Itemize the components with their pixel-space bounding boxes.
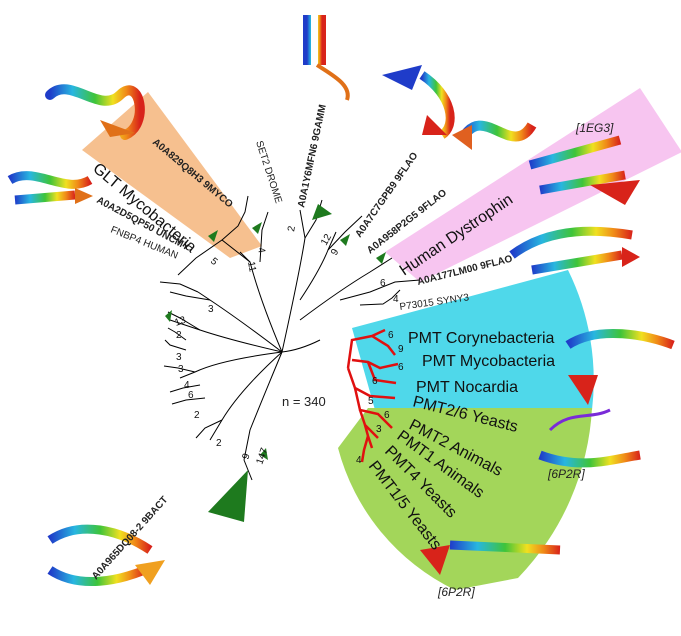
node-count: 2 [286, 225, 298, 233]
protein-cartoon-lm00 [509, 226, 640, 275]
protein-structure-images [7, 15, 675, 586]
node-count: 2 [216, 438, 222, 449]
pdb-label-6p2r-a: [6P2R] [547, 467, 585, 481]
collapsed-clades [165, 204, 386, 522]
node-count: 6 [372, 376, 378, 387]
tree-branches [159, 195, 421, 481]
leaf-label-a0a1y6: A0A1Y6MFN6 9GAMM [296, 104, 329, 209]
node-count: 4 [184, 380, 190, 391]
node-count: 4 [356, 455, 362, 466]
node-count: 3 [176, 352, 182, 363]
protein-cartoon-glt [45, 84, 145, 140]
node-count: 6 [388, 330, 394, 341]
node-count: 5 [368, 396, 374, 407]
pdb-label-6p2r-b: [6P2R] [437, 585, 475, 599]
clade-label-pmt-myco: PMT Mycobacteria [422, 353, 555, 370]
collapsed-triangle-large [208, 470, 248, 522]
protein-cartoon-6p2r-a [530, 408, 641, 468]
node-count: 147 [254, 446, 270, 466]
protein-cartoon-a0a2d5 [7, 171, 93, 205]
leaf-label-set2: SET2 DROME [253, 140, 284, 206]
clade-label-pmt-nocardia: PMT Nocardia [416, 379, 518, 396]
pdb-label-1eg3: [1EG3] [575, 121, 614, 135]
pmt-red-branches [346, 328, 399, 463]
protein-cartoon-pmt-myco [565, 329, 675, 405]
protein-cartoon-dystrophin [452, 120, 537, 150]
node-count: 3 [376, 424, 382, 435]
node-count: 13 [173, 315, 188, 329]
leaf-label-a0a7c7: A0A7C7GPB9 9FLAO [353, 150, 420, 239]
node-count: 4 [255, 247, 267, 255]
node-count: 6 [380, 278, 386, 289]
node-count: 9 [240, 452, 252, 461]
collapsed-triangle-top [312, 204, 332, 220]
clade-label-pmt-coryne: PMT Corynebacteria [408, 330, 555, 347]
node-count: 3 [208, 304, 214, 315]
node-count: 9 [398, 344, 404, 355]
node-count: 11 [245, 261, 258, 274]
node-count: 2 [194, 410, 200, 421]
protein-cartoon-gamm [303, 15, 350, 101]
protein-cartoon-1eg3 [528, 135, 640, 205]
node-count: 4 [393, 294, 399, 305]
sample-size-label: n = 340 [282, 394, 326, 409]
node-count: 5 [208, 256, 220, 268]
node-count: 6 [384, 410, 390, 421]
node-count: 9 [329, 247, 342, 258]
node-count: 12 [319, 232, 334, 248]
node-count-labels: 5 4 11 2 12 9 6 4 13 3 2 3 3 4 6 2 2 9 1… [173, 225, 404, 466]
node-count: 2 [176, 330, 182, 341]
protein-cartoon-9bact [47, 524, 165, 586]
human-dystrophin-band [385, 88, 681, 282]
node-count: 3 [178, 364, 184, 375]
protein-cartoon-gpb9 [382, 65, 455, 139]
node-count: 6 [188, 390, 194, 401]
protein-cartoon-6p2r-b [420, 520, 561, 575]
pmt-cyan-band [352, 270, 594, 410]
node-count: 6 [398, 362, 404, 373]
